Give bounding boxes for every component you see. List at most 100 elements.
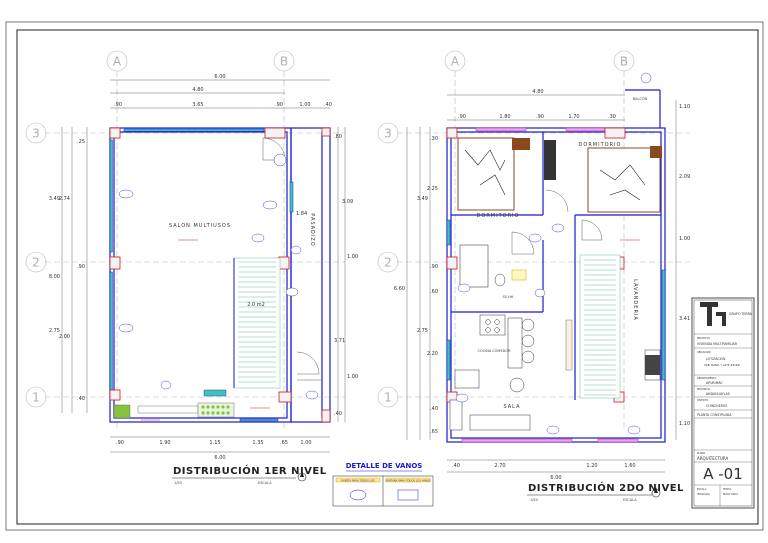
room-label-kitchen: COCINA COMEDOR <box>477 349 511 353</box>
dim-right-door: 1.84 <box>296 211 307 217</box>
dim-right-top: .80 <box>334 134 342 140</box>
axis-label-b-1: B <box>280 55 288 69</box>
dim-left-lower: 2.75 <box>49 328 60 334</box>
p2-dim-left-8: .60 <box>430 289 438 295</box>
plan-2-scale-ratio: 1/50 <box>530 498 538 502</box>
tb-date-value: MAYO 2024 <box>723 492 738 496</box>
tb-dept: APURIMAC <box>706 381 723 385</box>
sheet-border <box>5 21 764 531</box>
dim-bottom-4: 1.35 <box>252 440 263 446</box>
room-label-pasadizo: PASADIZO <box>309 213 315 247</box>
tb-plan-name: PLANTA CONSTRUIDA <box>697 413 732 417</box>
dim-top-col: .90 <box>275 102 283 108</box>
p2-dim-left-total: 6.60 <box>394 286 405 292</box>
area-label-1: 2.0 m2 <box>247 302 265 308</box>
tb-date-label: FECHA <box>723 488 731 491</box>
tb-company: GRUPO TERRA <box>729 312 753 316</box>
p2-dim-top-2: 1.80 <box>499 114 510 120</box>
dim-top-edge: .40 <box>324 102 332 108</box>
company-logo <box>700 302 726 326</box>
p2-dim-bottom-2: 1.20 <box>586 463 597 469</box>
tb-scale-value: INDICADA <box>697 492 710 496</box>
tb-prov: ANDAHUAYLAS <box>706 392 730 396</box>
stair-treads-1 <box>238 261 276 383</box>
p2-dim-left-4: 2.20 <box>427 351 438 357</box>
tb-spec-label: PLANO <box>697 452 705 455</box>
p2-dim-top-4: 1.70 <box>568 114 579 120</box>
axis-label-3-2: 3 <box>384 127 392 141</box>
north-icon-1 <box>297 471 307 482</box>
tb-dist-label: DISTRITO <box>697 399 708 402</box>
stair-treads-2 <box>584 259 616 396</box>
p2-dim-bottom-1: 2.70 <box>494 463 505 469</box>
p2-dim-top-1: .90 <box>458 114 466 120</box>
detail-col2: VENTANA PARA TODOS LOS VANOS <box>385 478 431 482</box>
dim-top-mid: 3.65 <box>192 102 203 108</box>
axis-label-b-2: B <box>620 55 628 69</box>
axis-label-a-2: A <box>451 55 460 69</box>
p2-dim-left-3: 2.75 <box>417 328 428 334</box>
p2-dim-left-9: .65 <box>430 429 438 435</box>
dim-top-right: 1.00 <box>299 102 310 108</box>
p2-dim-left-6: .90 <box>430 264 438 270</box>
plan-second-level: 4.80 .90 1.80 .90 1.70 .30 3.49 2.25 6.6… <box>394 72 690 502</box>
dim-left-col: .90 <box>77 264 85 270</box>
tb-project-label: PROYECTO <box>697 337 710 340</box>
dim-top-total: 6.00 <box>214 74 225 80</box>
dim-bottom-total: 6.00 <box>214 455 225 461</box>
dim-bottom-2: 1.90 <box>159 440 170 446</box>
tb-dept-label: DEPARTAMENTO <box>697 377 716 380</box>
p2-dim-left-1: 3.49 <box>417 196 428 202</box>
room-label-laundry: LAVANDERIA <box>632 279 638 321</box>
axis-label-2-2: 2 <box>384 256 392 270</box>
plan-first-level: 6.00 4.80 3.65 .90 1.00 .90 .40 3.49 2.7… <box>49 74 358 485</box>
tb-location-label: UBICACION <box>697 351 711 354</box>
room-label-bath: SS.HH <box>503 295 514 299</box>
dim-left-col2: .40 <box>77 396 85 402</box>
p2-dim-left-7: .40 <box>430 406 438 412</box>
axis-label-1-1: 1 <box>32 391 40 405</box>
room-label-salon: SALON MULTIUSOS <box>169 223 231 229</box>
p2-dim-left-2: 2.25 <box>427 186 438 192</box>
p2-dim-top-3: .90 <box>536 114 544 120</box>
p2-dim-left-5: .30 <box>430 136 438 142</box>
inner-border <box>16 29 759 525</box>
dim-right-lower: 3.71 <box>334 338 345 344</box>
p2-dim-top-5: .30 <box>608 114 616 120</box>
plan-2-scale-label: ESCALA <box>623 498 637 502</box>
dim-right-edge: .40 <box>334 411 342 417</box>
dim-right-low: 1.00 <box>347 374 358 380</box>
dim-bottom-5: .65 <box>280 440 288 446</box>
axis-label-a-1: A <box>113 55 122 69</box>
axis-labels: A B A B 3 2 1 3 2 1 <box>32 55 628 405</box>
dim-left-edge: .25 <box>77 139 85 145</box>
p2-dim-bottom-3: 1.60 <box>624 463 635 469</box>
p2-dim-right-3: 1.00 <box>679 236 690 242</box>
p2-dim-right-5: 1.10 <box>679 421 690 427</box>
p2-dim-right-2: 2.09 <box>679 174 690 180</box>
dim-left-lower2: 2.00 <box>59 334 70 340</box>
tb-scale-label: ESCALA <box>697 488 707 491</box>
room-label-bed1: DORMITORIO <box>477 213 520 219</box>
dim-top-left: .90 <box>114 102 122 108</box>
p2-dim-bottom-total: 6.00 <box>550 475 561 481</box>
dim-bottom-3: 1.15 <box>209 440 220 446</box>
dim-left-upper2: 2.74 <box>59 196 70 202</box>
north-icon-2 <box>651 487 661 498</box>
axis-label-1-2: 1 <box>384 391 392 405</box>
plan-1-title: DISTRIBUCIÓN 1ER NIVEL <box>173 464 327 477</box>
tb-spec: ARQUITECTURA <box>697 456 729 461</box>
dim-left-total: 8.00 <box>49 274 60 280</box>
room-label-bed2: DORMITORIO <box>579 142 622 148</box>
tb-prov-label: PROVINCIA <box>697 388 710 391</box>
p2-dim-right-4: 3.41 <box>679 316 690 322</box>
p2-dim-right-1: 1.10 <box>679 104 690 110</box>
dim-right-upper: 3.09 <box>342 199 353 205</box>
title-block: GRUPO TERRA PROYECTO VIVIENDA MULTIFAMIL… <box>691 297 755 509</box>
axis-label-3-1: 3 <box>32 127 40 141</box>
p2-dim-bottom-4: .40 <box>452 463 460 469</box>
plan-2-title: DISTRIBUCIÓN 2DO NIVEL <box>528 481 684 494</box>
plan-1-scale-ratio: 1/50 <box>174 481 182 485</box>
room-label-living: SALA <box>503 404 520 410</box>
